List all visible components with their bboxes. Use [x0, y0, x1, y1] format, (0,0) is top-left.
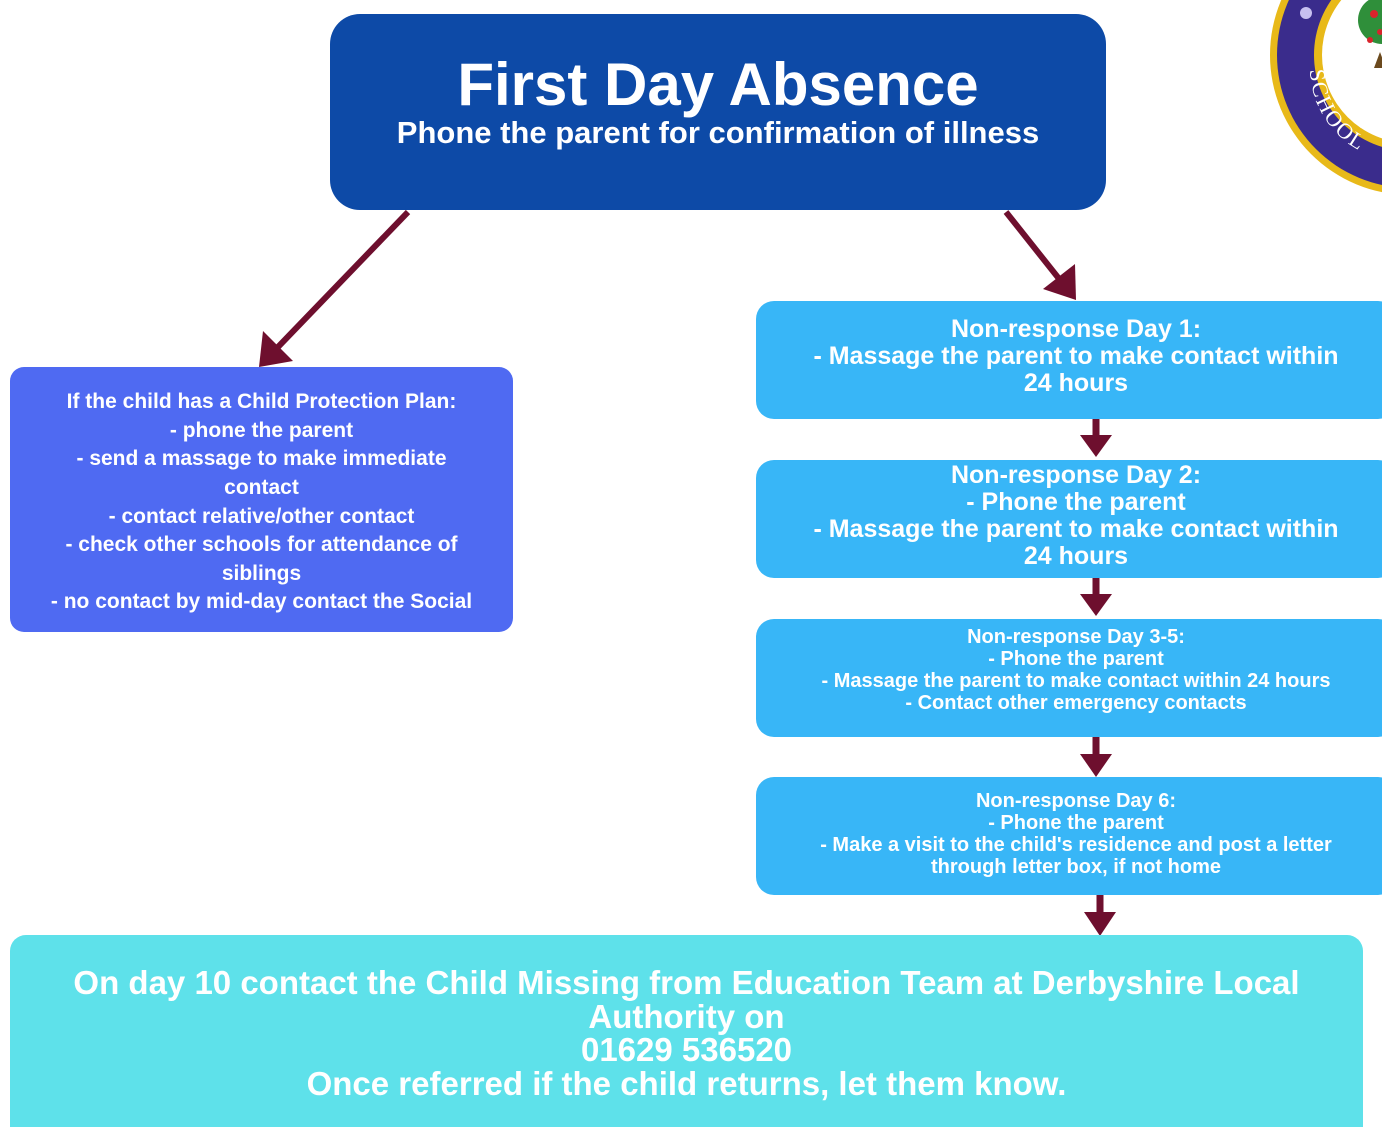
cpp-line: - phone the parent — [169, 418, 354, 442]
day1-line: 24 hours — [1023, 369, 1129, 397]
final-line: Authority on — [588, 997, 785, 1035]
cpp-line: - check other schools for attendance of — [65, 533, 458, 557]
day6-line: through letter box, if not home — [931, 856, 1221, 878]
cpp-line: contact — [224, 475, 299, 499]
day2-line: 24 hours — [1023, 542, 1129, 570]
day3-5-line: - Phone the parent — [988, 648, 1164, 670]
title: First Day Absence — [457, 51, 979, 118]
day-10-referral-box: On day 10 contact the Child Missing from… — [10, 935, 1363, 1127]
arrow-day3-5-to-day6 — [1080, 737, 1112, 777]
cpp-line: If the child has a Child Protection Plan… — [66, 390, 457, 414]
final-line: Once referred if the child returns, let … — [306, 1064, 1067, 1102]
cpp-line: - no contact by mid-day contact the Soci… — [50, 590, 473, 614]
cpp-line: - contact relative/other contact — [108, 504, 415, 528]
cpp-line: siblings — [221, 561, 302, 585]
day1-line: Non-response Day 1: — [950, 315, 1202, 343]
day3-5-line: - Massage the parent to make contact wit… — [821, 670, 1331, 692]
final-line: On day 10 contact the Child Missing from… — [73, 964, 1300, 1001]
subtitle: Phone the parent for confirmation of ill… — [396, 115, 1040, 150]
arrow-to-protection-plan — [259, 209, 411, 367]
arrow-day2-to-day3-5 — [1080, 577, 1112, 616]
cpp-line: - send a massage to make immediate — [76, 447, 447, 471]
non-response-day2-box: Non-response Day 2: - Phone the parent -… — [756, 460, 1382, 578]
day3-5-line: Non-response Day 3-5: — [967, 626, 1185, 648]
non-response-day6-box: Non-response Day 6: - Phone the parent -… — [756, 777, 1382, 895]
arrow-to-day1 — [1003, 210, 1076, 300]
arrow-day6-to-final — [1084, 895, 1116, 936]
day1-line: - Massage the parent to make contact wit… — [813, 342, 1339, 370]
arrow-day1-to-day2 — [1080, 418, 1112, 457]
day2-line: - Massage the parent to make contact wit… — [813, 515, 1339, 543]
phone-number: 01629 536520 — [580, 1031, 793, 1068]
non-response-day1-box: Non-response Day 1: - Massage the parent… — [756, 301, 1382, 419]
day6-line: - Phone the parent — [988, 812, 1164, 834]
day6-line: Non-response Day 6: — [975, 790, 1177, 812]
school-logo: SCHOOL — [1270, 0, 1382, 200]
first-day-absence-box: First Day Absence Phone the parent for c… — [330, 14, 1106, 210]
non-response-day3-5-box: Non-response Day 3-5: - Phone the parent… — [756, 619, 1382, 737]
day2-line: Non-response Day 2: — [950, 461, 1202, 489]
child-protection-plan-box: If the child has a Child Protection Plan… — [10, 367, 513, 632]
day6-line: - Make a visit to the child's residence … — [820, 834, 1332, 856]
day3-5-line: - Contact other emergency contacts — [905, 692, 1247, 714]
day2-line: - Phone the parent — [966, 488, 1186, 516]
